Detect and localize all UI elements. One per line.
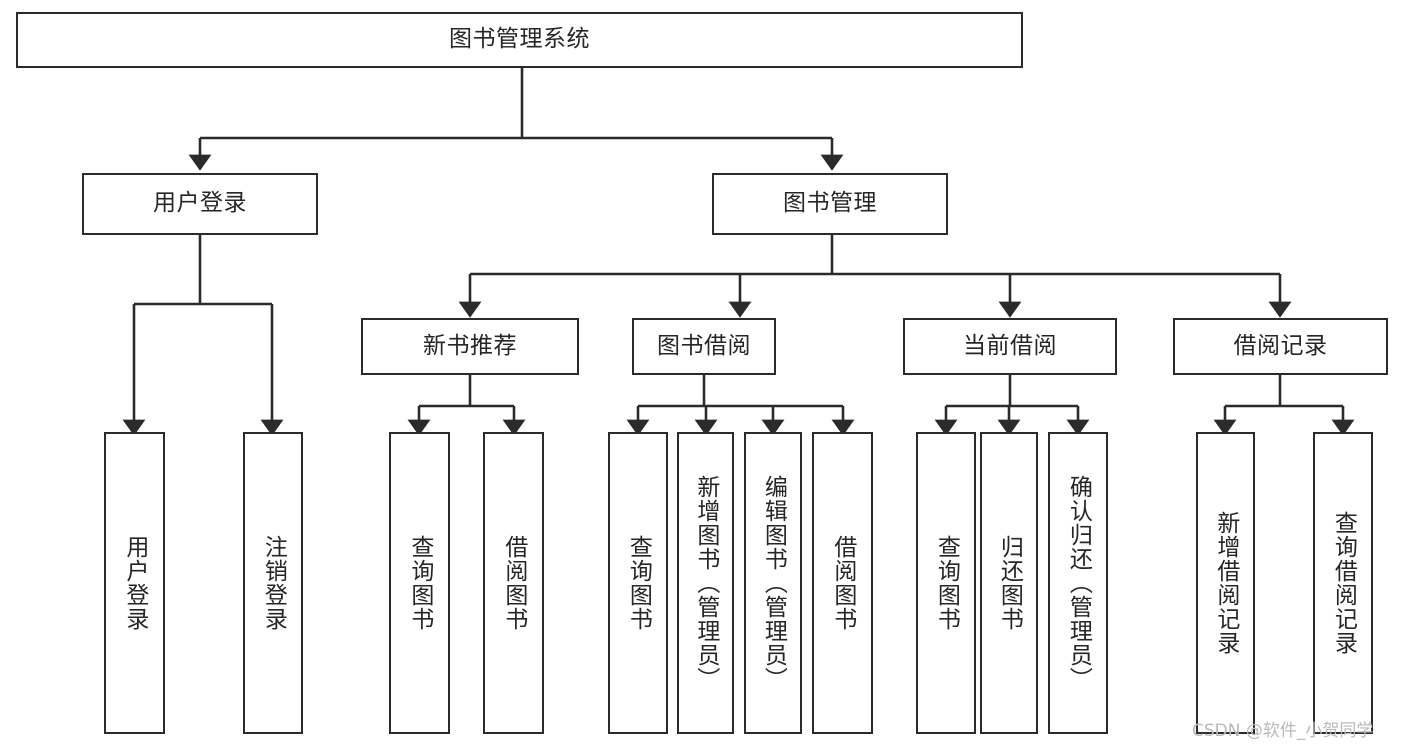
node-label: 新书推荐 [423,332,517,359]
node-label: 用户登录 [153,190,247,217]
node-borrow-record[interactable]: 借阅记录 [1173,318,1388,375]
node-label: 查询图书 [406,535,433,631]
node-label: 查询图书 [933,535,960,631]
leaf-add-book-admin[interactable]: 新增图书（管理员） [677,432,734,734]
node-label: 用户登录 [121,535,148,631]
node-current-borrow[interactable]: 当前借阅 [903,318,1117,375]
node-label: 新增借阅记录 [1212,511,1239,655]
leaf-query-book-recommend[interactable]: 查询图书 [389,432,450,734]
node-label: 新增图书（管理员） [692,475,719,691]
leaf-query-book-borrow[interactable]: 查询图书 [608,432,668,734]
leaf-confirm-return-admin[interactable]: 确认归还（管理员） [1048,432,1108,734]
leaf-query-borrow-record[interactable]: 查询借阅记录 [1313,432,1373,734]
node-label: 图书借阅 [657,332,751,359]
node-label: 借阅图书 [500,535,527,631]
node-label: 确认归还（管理员） [1065,475,1092,691]
node-label: 查询借阅记录 [1330,511,1357,655]
leaf-add-borrow-record[interactable]: 新增借阅记录 [1196,432,1255,734]
leaf-borrow-book-recommend[interactable]: 借阅图书 [483,432,544,734]
leaf-borrow-book[interactable]: 借阅图书 [812,432,873,734]
node-label: 借阅记录 [1233,332,1328,359]
node-new-book-recommend[interactable]: 新书推荐 [361,318,579,375]
node-book-management[interactable]: 图书管理 [712,173,948,235]
node-label: 借阅图书 [829,535,856,631]
leaf-edit-book-admin[interactable]: 编辑图书（管理员） [744,432,802,734]
leaf-user-login[interactable]: 用户登录 [104,432,165,734]
node-label: 查询图书 [625,535,652,631]
node-label: 编辑图书（管理员） [760,475,787,691]
leaf-logout[interactable]: 注销登录 [243,432,303,734]
node-label: 图书管理 [783,190,877,217]
node-label: 图书管理系统 [449,26,590,53]
leaf-query-book-current[interactable]: 查询图书 [916,432,976,734]
leaf-return-book[interactable]: 归还图书 [980,432,1038,734]
node-label: 当前借阅 [963,332,1057,359]
csdn-watermark: CSDN @软件_小贺同学 [1192,721,1374,741]
node-root[interactable]: 图书管理系统 [16,12,1023,68]
node-user-login[interactable]: 用户登录 [82,173,318,235]
node-book-borrow[interactable]: 图书借阅 [632,318,776,375]
node-label: 注销登录 [260,535,287,631]
node-label: 归还图书 [996,535,1023,631]
